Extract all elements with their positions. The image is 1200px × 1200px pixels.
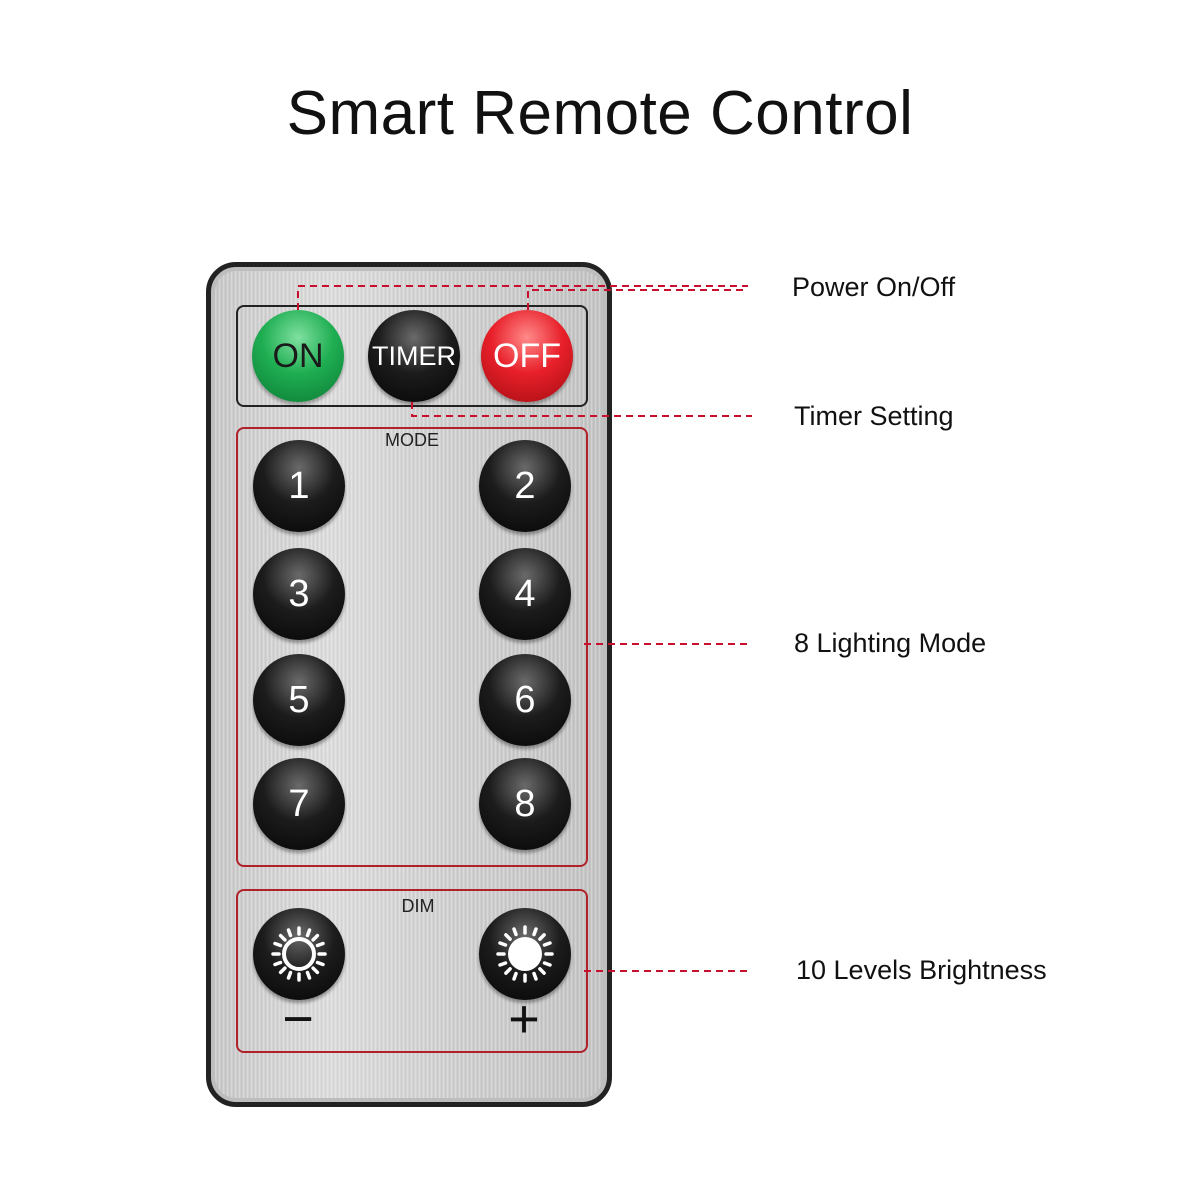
callout-brightness: 10 Levels Brightness <box>796 955 1047 985</box>
dim-plus-sign: + <box>508 989 540 1049</box>
page-title: Smart Remote Control <box>286 79 914 148</box>
on-button[interactable]: ON <box>252 310 344 402</box>
mode-button-2[interactable]: 2 <box>479 440 571 532</box>
mode-button-4[interactable]: 4 <box>479 548 571 640</box>
mode-button-5[interactable]: 5 <box>253 654 345 746</box>
dim-minus-button[interactable] <box>253 908 345 1000</box>
mode-button-1[interactable]: 1 <box>253 440 345 532</box>
callout-timer: Timer Setting <box>794 401 954 431</box>
mode-button-group <box>236 427 588 867</box>
timer-button[interactable]: TIMER <box>368 310 460 402</box>
callout-power: Power On/Off <box>792 272 956 302</box>
dim-label: DIM <box>401 896 435 916</box>
callout-modes: 8 Lighting Mode <box>794 628 987 658</box>
off-button[interactable]: OFF <box>481 310 573 402</box>
mode-button-3[interactable]: 3 <box>253 548 345 640</box>
dim-plus-button[interactable] <box>479 908 571 1000</box>
mode-button-7[interactable]: 7 <box>253 758 345 850</box>
mode-button-6[interactable]: 6 <box>479 654 571 746</box>
timer-leader-line <box>411 402 752 417</box>
mode-label: MODE <box>385 430 439 450</box>
sun-filled-icon <box>496 925 554 983</box>
sun-outline-icon <box>271 926 327 982</box>
dim-minus-sign: − <box>282 989 314 1049</box>
power-off-leader-line <box>527 289 748 310</box>
mode-button-8[interactable]: 8 <box>479 758 571 850</box>
power-on-leader-line <box>297 285 748 310</box>
